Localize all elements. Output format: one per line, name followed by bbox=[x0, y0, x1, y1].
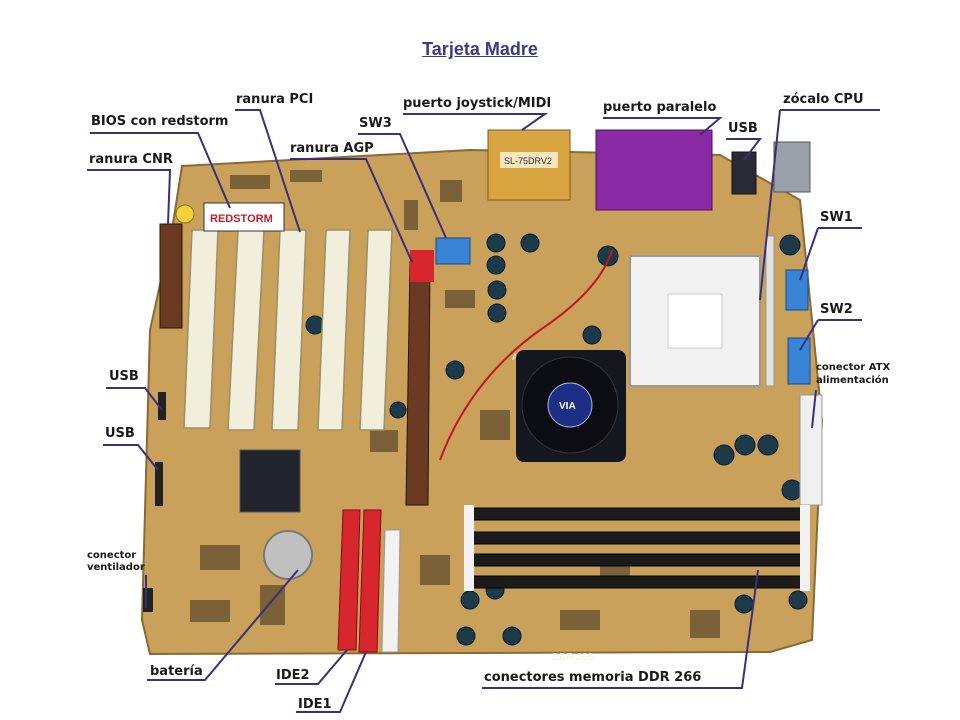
ddr-board-mark: DDR 266 bbox=[552, 652, 594, 663]
fan-hub-text: VIA bbox=[559, 401, 576, 412]
usb-header-2 bbox=[155, 462, 163, 506]
fan-cable bbox=[439, 249, 613, 461]
label-ddr-memory: conectores memoria DDR 266 bbox=[484, 670, 702, 685]
atx-connector bbox=[799, 394, 823, 506]
pcb-components bbox=[190, 170, 720, 638]
leader-ide2 bbox=[275, 649, 348, 685]
leader-ide1 bbox=[296, 651, 367, 713]
label-pci-slot: ranura PCI bbox=[236, 92, 314, 107]
agp-latch bbox=[410, 250, 434, 282]
label-battery: batería bbox=[150, 664, 203, 679]
leader-lines bbox=[87, 109, 880, 713]
leader-pci bbox=[235, 109, 301, 233]
leader-sw1 bbox=[799, 227, 862, 281]
leader-cnr bbox=[87, 169, 172, 225]
label-sw2: SW2 bbox=[820, 302, 853, 317]
battery-cell bbox=[263, 530, 313, 580]
diagram-title: Tarjeta Madre bbox=[422, 39, 538, 59]
joystick-tag-text: SL-75DRV2 bbox=[504, 156, 552, 166]
ram-slots bbox=[471, 507, 803, 589]
leader-ddr bbox=[482, 569, 759, 689]
leader-usb-left-1 bbox=[106, 387, 163, 411]
leader-battery bbox=[147, 569, 299, 681]
bios-chip bbox=[203, 202, 285, 232]
label-sw3: SW3 bbox=[359, 116, 392, 131]
leader-sw3 bbox=[358, 133, 447, 239]
leader-agp bbox=[290, 158, 413, 263]
label-bios: BIOS con redstorm bbox=[91, 114, 229, 129]
leader-usb-left-2 bbox=[103, 444, 159, 471]
label-cpu-socket: zócalo CPU bbox=[783, 92, 864, 107]
parallel-port bbox=[595, 129, 713, 211]
label-agp-slot: ranura AGP bbox=[290, 141, 374, 156]
chipset-fan-hub bbox=[547, 382, 593, 428]
label-atx-line1: conector ATX bbox=[816, 362, 891, 373]
label-usb-left-2: USB bbox=[105, 426, 135, 441]
leader-sw2 bbox=[799, 319, 862, 351]
ram-latches bbox=[464, 505, 810, 591]
cnr-slot bbox=[159, 223, 183, 329]
leader-bios bbox=[90, 132, 231, 209]
fan-header bbox=[143, 588, 153, 612]
leader-joystick bbox=[403, 113, 549, 131]
label-cnr-slot: ranura CNR bbox=[89, 152, 173, 167]
label-sw1: SW1 bbox=[820, 210, 853, 225]
leader-usb-top bbox=[726, 138, 763, 161]
usb-port-top bbox=[731, 151, 757, 195]
usb-header-1 bbox=[158, 392, 166, 420]
agp-slot bbox=[405, 261, 431, 506]
ide1-connector bbox=[358, 509, 382, 653]
pci-slots bbox=[183, 229, 393, 431]
sw1-switch bbox=[785, 269, 809, 311]
south-bridge-chip bbox=[239, 449, 301, 513]
leader-parallel bbox=[603, 117, 723, 136]
io-connector bbox=[773, 141, 811, 193]
cpu-socket-center bbox=[667, 293, 723, 349]
sw3-switch bbox=[435, 237, 471, 265]
capacitors bbox=[305, 233, 808, 646]
ide2-connector bbox=[337, 509, 361, 651]
label-parallel-port: puerto paralelo bbox=[603, 100, 717, 115]
label-ide1: IDE1 bbox=[298, 697, 332, 712]
floppy-connector bbox=[381, 529, 401, 653]
yellow-capacitor bbox=[175, 204, 195, 224]
label-fan-line1: conector bbox=[87, 550, 137, 561]
label-fan-line2: ventilador bbox=[87, 562, 145, 573]
bios-chip-text: REDSTORM bbox=[210, 213, 273, 225]
leader-cpu bbox=[759, 109, 880, 301]
sw2-switch bbox=[787, 337, 811, 385]
joystick-port-tag bbox=[500, 152, 558, 168]
leader-atx bbox=[811, 389, 817, 429]
label-joystick-port: puerto joystick/MIDI bbox=[403, 96, 552, 111]
label-atx-line2: alimentación bbox=[816, 375, 889, 386]
label-usb-top: USB bbox=[728, 121, 758, 136]
label-ide2: IDE2 bbox=[276, 668, 310, 683]
label-usb-left-1: USB bbox=[109, 369, 139, 384]
cpu-socket-lever bbox=[765, 235, 775, 387]
